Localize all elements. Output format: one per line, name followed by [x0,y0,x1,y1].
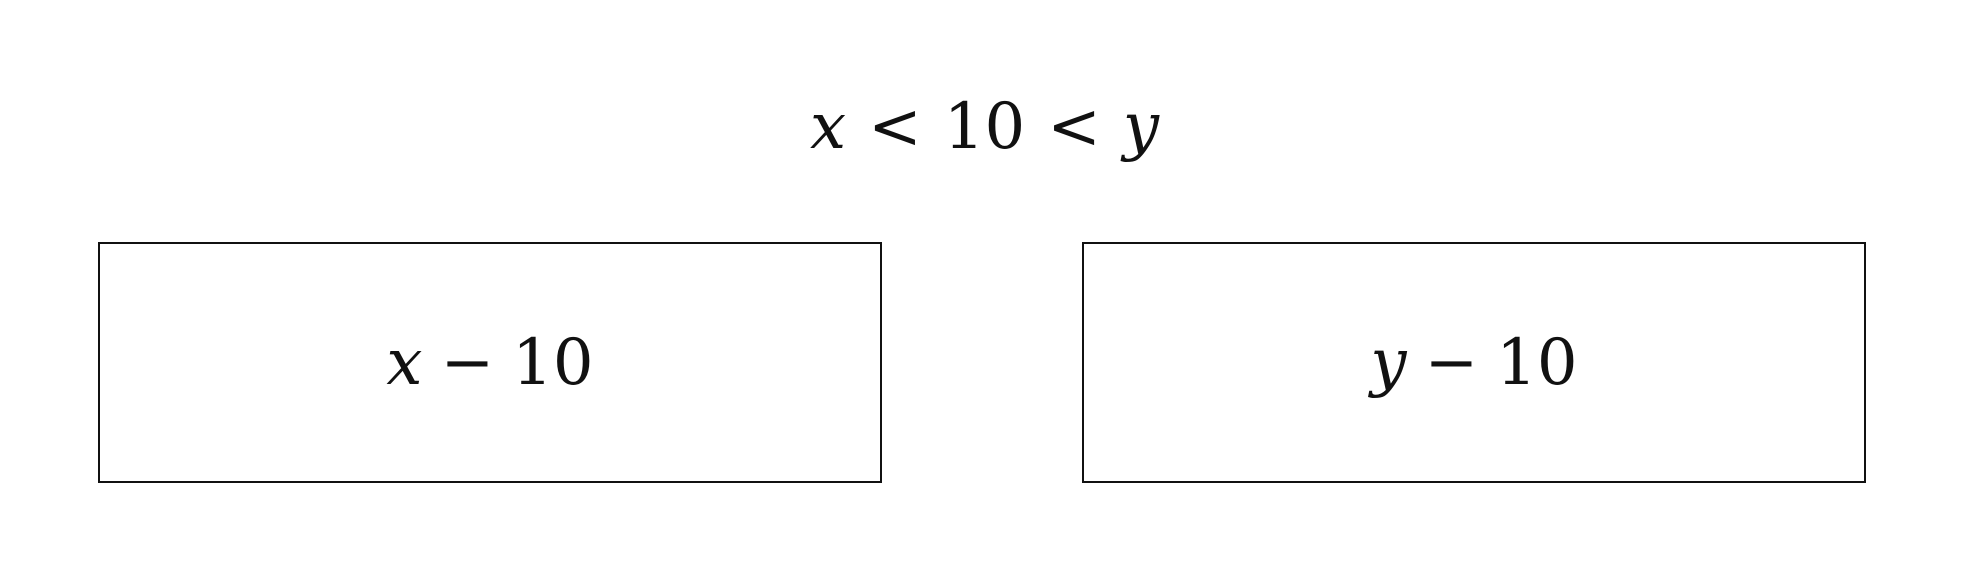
condition-less-than-1: < [868,90,922,164]
condition-inequality: x < 10 < y [0,82,1969,172]
choice-left-constant: 10 [512,325,594,400]
condition-less-than-2: < [1047,90,1101,164]
choice-left-minus: − [440,325,495,400]
choice-box-right[interactable]: y − 10 [1082,242,1866,483]
choice-right-minus: − [1424,325,1479,400]
choice-right-variable: y [1370,325,1407,400]
condition-right-variable: y [1122,90,1159,164]
choice-right-constant: 10 [1496,325,1578,400]
condition-constant: 10 [943,90,1026,164]
choice-left-variable: x [386,325,423,400]
condition-left-variable: x [810,90,847,164]
choice-box-left[interactable]: x − 10 [98,242,882,483]
